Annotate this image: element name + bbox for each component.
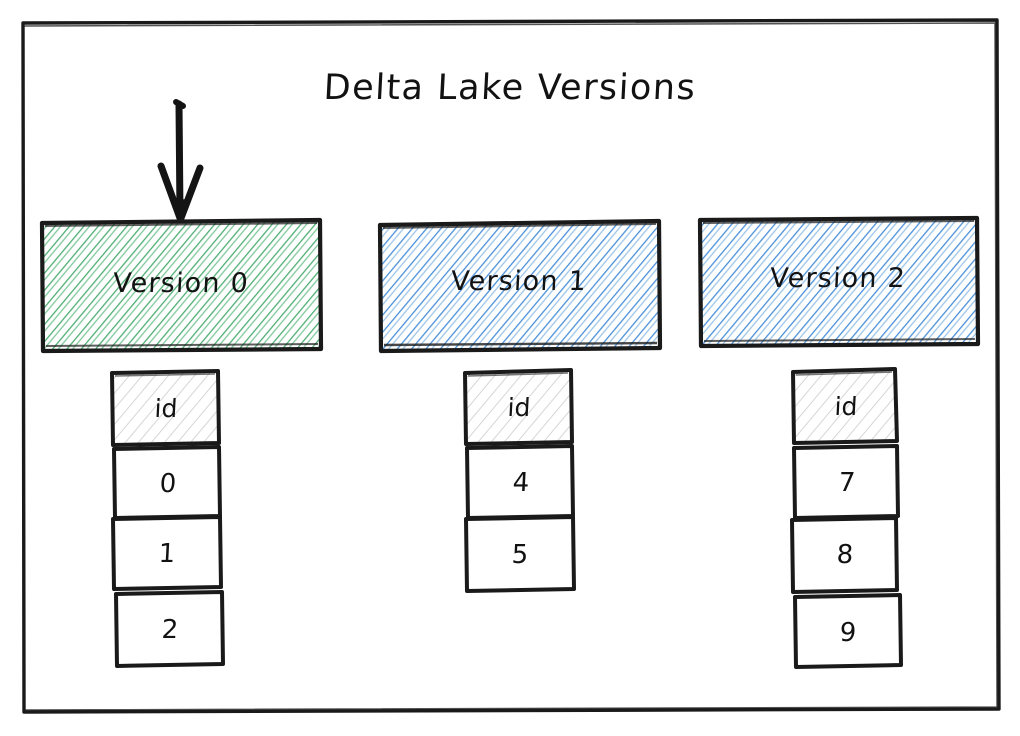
table-version-2-cell-2: 9 — [838, 618, 858, 648]
table-version-0-header: id — [153, 394, 179, 423]
table-version-0 — [110, 369, 225, 668]
version-box-1[interactable] — [377, 218, 663, 354]
table-version-0-cell-1: 1 — [157, 539, 177, 569]
table-version-1 — [463, 368, 576, 593]
version-box-2[interactable] — [697, 215, 981, 349]
version-box-0-label: Version 0 — [112, 268, 250, 299]
table-version-1-cell-1: 5 — [510, 540, 530, 570]
table-version-2-cell-0: 7 — [837, 468, 857, 498]
table-version-2 — [790, 367, 903, 669]
diagram-frame — [21, 18, 1001, 714]
page-title: Delta Lake Versions — [322, 68, 698, 108]
version-box-2-label: Version 2 — [769, 263, 907, 294]
version-box-0[interactable] — [39, 217, 324, 354]
version-box-1-label: Version 1 — [450, 266, 588, 297]
table-version-1-header: id — [506, 393, 532, 422]
table-version-2-header: id — [833, 392, 859, 421]
down-arrow-icon — [157, 99, 204, 222]
table-version-0-cell-0: 0 — [158, 469, 178, 499]
table-version-0-cell-2: 2 — [160, 615, 180, 645]
table-version-2-cell-1: 8 — [835, 540, 855, 570]
table-version-1-cell-0: 4 — [511, 468, 531, 498]
